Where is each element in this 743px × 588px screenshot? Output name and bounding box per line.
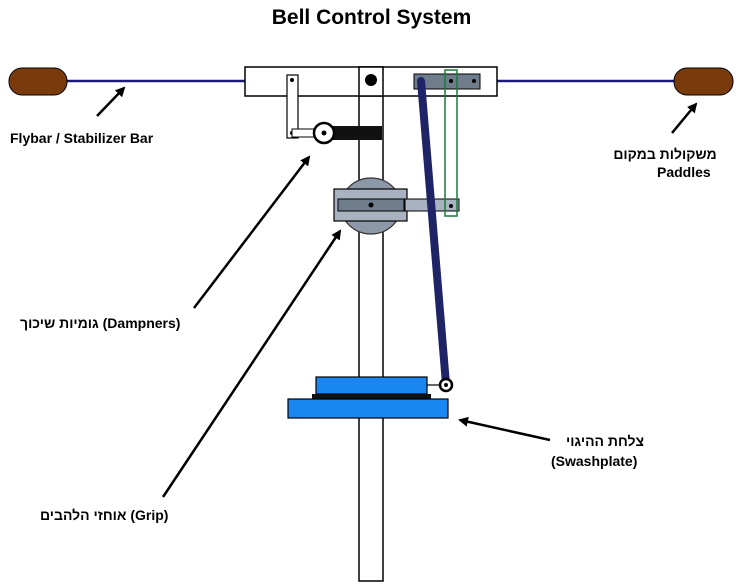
swashplate-bearing: [312, 394, 431, 399]
label-grip: (Grip) אוחזי הלהבים: [40, 507, 169, 523]
green-link: [444, 69, 458, 217]
mixer-arm-pin-top: [290, 78, 294, 82]
label-paddles: Paddles: [657, 164, 711, 180]
label-paddles-hebrew: משקולות במקום: [613, 146, 717, 162]
green-link-pin-top: [449, 79, 453, 83]
grip-center: [368, 202, 374, 208]
arrow-swashplate: [458, 416, 551, 442]
arrow-flybar: [96, 86, 126, 117]
label-dampners: (Dampners) גומיות שיכוך: [20, 315, 181, 331]
dampner-ring-center: [321, 130, 327, 136]
mixer-arm: [286, 74, 299, 139]
paddle-left: [8, 67, 68, 96]
hub-pivot: [365, 74, 377, 86]
arrow-grip: [161, 229, 342, 498]
label-swashplate: (Swashplate): [551, 453, 638, 469]
swashplate-upper: [315, 376, 428, 395]
green-link-pin-bottom: [449, 204, 453, 208]
dampner-block: [330, 126, 382, 140]
label-swashplate-hebrew: צלחת ההיגוי: [565, 433, 644, 449]
diagram-title: Bell Control System: [271, 6, 472, 29]
arrow-paddles: [671, 102, 698, 134]
control-arm-pin-right: [472, 79, 476, 83]
paddle-right: [673, 67, 734, 96]
control-arm: [413, 73, 481, 90]
label-flybar: Flybar / Stabilizer Bar: [10, 130, 154, 146]
swashplate-lower: [287, 398, 449, 419]
main-shaft: [358, 66, 384, 582]
pushrod: [417, 77, 450, 388]
arrow-dampners: [193, 155, 311, 309]
pushrod-ball-center: [444, 383, 448, 387]
